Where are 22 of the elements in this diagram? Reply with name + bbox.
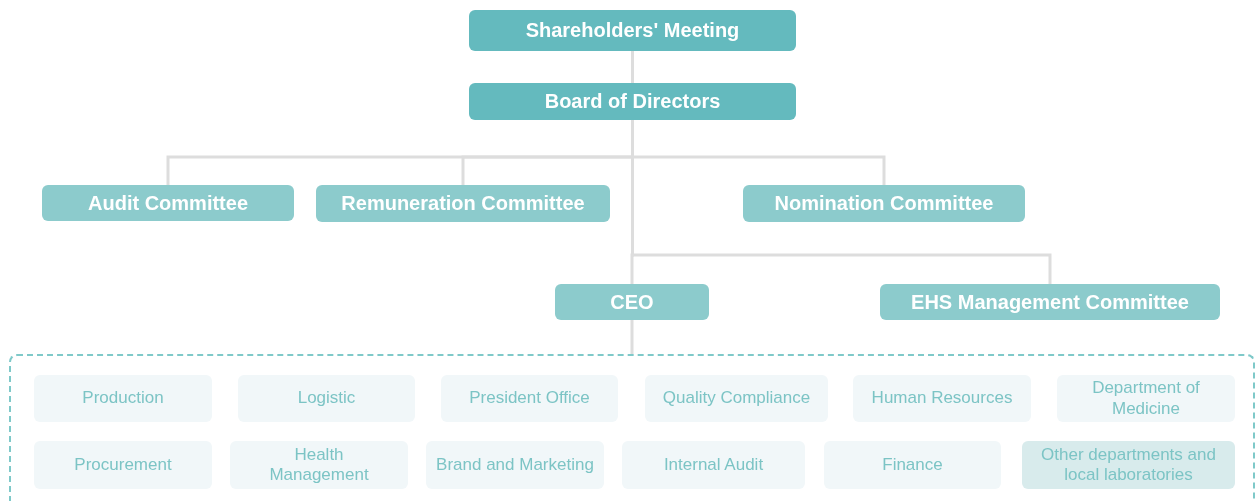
department-box: Other departments and local laboratories: [1022, 441, 1235, 489]
department-box: Logistic: [238, 375, 415, 422]
department-box: President Office: [441, 375, 618, 422]
department-box: Brand and Marketing: [426, 441, 604, 489]
department-box: Quality Compliance: [645, 375, 828, 422]
department-box: Procurement: [34, 441, 212, 489]
committee-box: EHS Management Committee: [880, 284, 1220, 320]
committee-box: Nomination Committee: [743, 185, 1025, 222]
committee-box: Remuneration Committee: [316, 185, 610, 222]
governance-box: Board of Directors: [469, 83, 796, 120]
department-box: Department of Medicine: [1057, 375, 1235, 422]
committee-box: CEO: [555, 284, 709, 320]
department-box: Human Resources: [853, 375, 1031, 422]
committee-box: Audit Committee: [42, 185, 294, 221]
department-box: Internal Audit: [622, 441, 805, 489]
connector-line: [631, 51, 634, 83]
governance-box: Shareholders' Meeting: [469, 10, 796, 51]
department-group-frame: [9, 354, 1255, 501]
connector-line: [630, 320, 634, 354]
department-box: Production: [34, 375, 212, 422]
department-box: Finance: [824, 441, 1001, 489]
department-box: Health Management: [230, 441, 408, 489]
